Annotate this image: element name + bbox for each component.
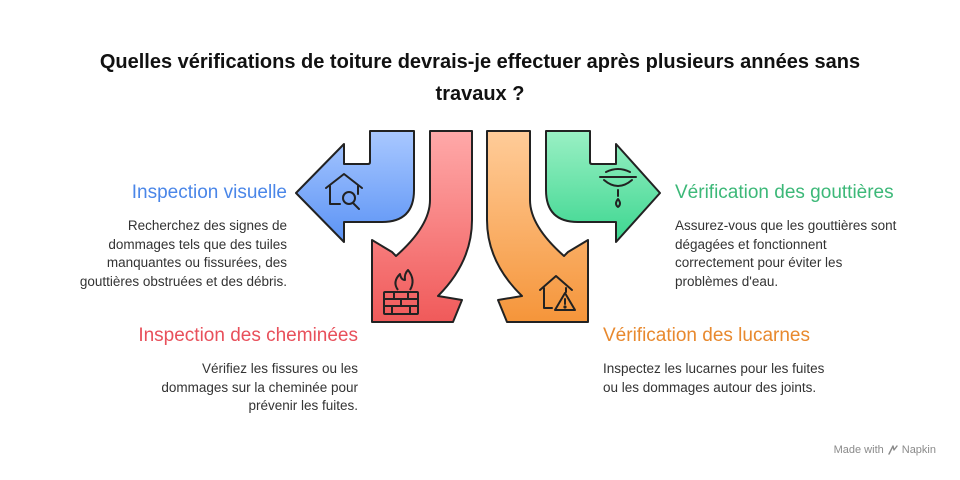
made-with-napkin[interactable]: Made with Napkin (834, 444, 936, 456)
desc-line: manquantes ou fissurées, des (106, 255, 287, 270)
desc-verification-gouttieres: Assurez-vous que les gouttières sont dég… (675, 217, 896, 291)
heading-verification-gouttieres: Vérification des gouttières (675, 181, 894, 205)
desc-line: Recherchez des signes de (127, 218, 287, 233)
desc-line: prévenir les fuites. (248, 398, 358, 413)
house-magnifier-icon (325, 173, 363, 210)
desc-verification-lucarnes: Inspectez les lucarnes pour les fuites o… (603, 360, 824, 397)
desc-line: gouttières obstruées et des débris. (79, 273, 287, 289)
heading-text: Inspection des cheminées (138, 325, 358, 346)
desc-line: Inspectez les lucarnes pour les fuites (603, 361, 825, 376)
arrow-orange (486, 130, 589, 323)
arrow-green (545, 130, 661, 243)
heading-inspection-cheminees: Inspection des cheminées (138, 324, 358, 348)
title-line-1: Quelles vérifications de toiture devrais… (99, 51, 861, 73)
heading-inspection-visuelle: Inspection visuelle (132, 181, 287, 205)
desc-line: dégagées et fonctionnent (675, 236, 827, 252)
desc-inspection-visuelle: Recherchez des signes de dommages tels q… (80, 217, 287, 291)
desc-line: dommages tels que des tuiles (108, 236, 287, 252)
house-warning-icon (539, 275, 576, 311)
arrow-red (371, 130, 473, 323)
desc-line: ou les dommages autour des joints. (603, 379, 817, 395)
chimney-fire-icon (383, 269, 419, 315)
gutter-drip-icon (599, 168, 637, 208)
napkin-brand: Napkin (901, 444, 936, 456)
made-with-label: Made with (833, 444, 884, 456)
napkin-logo-icon (888, 445, 898, 455)
heading-verification-lucarnes: Vérification des lucarnes (603, 324, 810, 348)
desc-line: problèmes d'eau. (675, 273, 779, 289)
title-line-2: travaux ? (435, 83, 525, 105)
desc-line: dommages sur la cheminée pour (161, 379, 358, 395)
desc-inspection-cheminees: Vérifiez les fissures ou les dommages su… (161, 360, 358, 416)
heading-text: Inspection visuelle (131, 182, 287, 203)
arrow-blue (295, 130, 415, 243)
desc-line: Assurez-vous que les gouttières sont (675, 218, 897, 233)
desc-line: Vérifiez les fissures ou les (201, 361, 358, 376)
page-title: Quelles vérifications de toiture devrais… (0, 46, 960, 110)
heading-text: Vérification des lucarnes (603, 325, 810, 346)
heading-text: Vérification des gouttières (675, 182, 894, 203)
desc-line: correctement pour éviter les (675, 255, 843, 270)
